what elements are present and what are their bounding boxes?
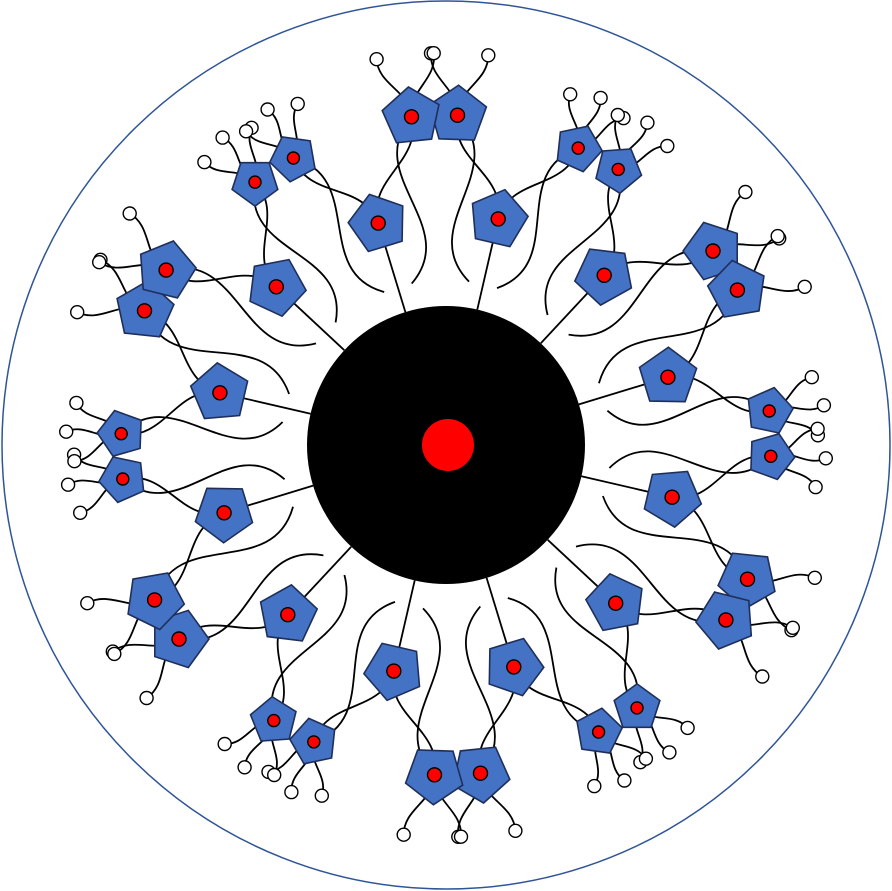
terminal-node — [197, 154, 212, 170]
terminal-node — [267, 767, 282, 783]
terminal-node — [396, 827, 411, 842]
terminal-node — [80, 596, 95, 611]
generation2-node-dot — [307, 735, 321, 749]
terminal-node — [91, 255, 107, 270]
generation2-node-dot — [762, 404, 776, 418]
generation2-node-dot — [705, 243, 721, 259]
terminal-node — [680, 720, 695, 736]
terminal-node — [453, 829, 469, 844]
generation1-node-dot — [370, 215, 386, 231]
terminal-node — [260, 102, 275, 117]
terminal-node — [816, 398, 832, 413]
terminal-node — [563, 87, 578, 102]
terminal-node — [69, 305, 85, 320]
terminal-node — [593, 90, 608, 106]
terminal-node — [217, 736, 232, 752]
terminal-node — [770, 228, 785, 244]
generation2-node-dot — [286, 151, 301, 165]
terminal-node — [755, 669, 770, 684]
loop-link — [608, 450, 772, 474]
terminal-node — [290, 96, 305, 112]
terminal-node — [610, 107, 625, 123]
generation2-node-dot — [114, 427, 128, 441]
generation1-node-dot — [280, 607, 296, 623]
terminal-node — [810, 421, 825, 436]
generation2-node-dot — [267, 713, 281, 728]
terminal-node — [139, 690, 154, 706]
generation1-node-dot — [216, 505, 232, 521]
terminal-node — [640, 115, 655, 130]
terminal-node — [662, 745, 677, 760]
terminal-node — [807, 570, 822, 585]
generation1-node-dot — [506, 659, 522, 675]
terminal-node — [215, 130, 230, 145]
generation2-node-dot — [591, 725, 606, 739]
terminal-node — [107, 646, 122, 662]
terminal-node — [69, 395, 84, 411]
generation2-node-dot — [764, 449, 778, 463]
generation2-node-dot — [739, 571, 756, 587]
generation1-node-dot — [596, 267, 612, 283]
generation1-node-dot — [212, 385, 228, 401]
terminal-node — [617, 773, 632, 788]
generation2-node-dot — [472, 765, 489, 781]
terminal-node — [660, 138, 675, 154]
generation2-node-dot — [426, 767, 443, 783]
terminal-node — [426, 46, 441, 61]
generation2-node-dot — [630, 701, 644, 715]
generation2-node-dot — [403, 109, 420, 125]
generation2-node-dot — [158, 262, 174, 278]
terminal-node — [785, 620, 800, 635]
generation1-node-dot — [660, 369, 676, 385]
generation2-node-dot — [571, 141, 585, 155]
generation1-node-dot — [490, 211, 506, 227]
terminal-node — [587, 778, 602, 794]
terminal-node — [122, 206, 137, 221]
generation2-node-dot — [116, 472, 130, 486]
terminal-node — [238, 124, 254, 139]
terminal-node — [818, 451, 833, 466]
generation1-node-dot — [608, 595, 624, 611]
terminal-node — [284, 784, 299, 800]
generation2-node-dot — [248, 175, 262, 189]
terminal-node — [508, 823, 523, 838]
terminal-node — [72, 505, 88, 520]
terminal-node — [481, 48, 496, 63]
terminal-node — [60, 477, 76, 492]
generation1-node-dot — [268, 279, 284, 295]
loop-link — [120, 416, 284, 440]
terminal-node — [797, 279, 812, 294]
generation2-node-dot — [146, 592, 163, 608]
terminal-node — [808, 479, 823, 495]
generation2-node-dot — [171, 631, 187, 647]
branch-nodes — [96, 84, 796, 806]
core-center-dot — [422, 419, 474, 471]
terminal-node — [638, 751, 654, 766]
terminal-node — [67, 454, 82, 469]
terminal-node — [804, 370, 819, 385]
generation2-node-dot — [611, 162, 625, 177]
generation2-node-dot — [718, 612, 734, 628]
generation2-node-dot — [449, 107, 466, 123]
terminal-node — [314, 788, 329, 803]
generation2-node-dot — [136, 303, 153, 319]
terminal-node — [369, 52, 384, 67]
terminal-node — [738, 184, 753, 200]
terminal-groups — [58, 46, 833, 844]
terminal-node — [58, 424, 74, 439]
generation1-node-dot — [664, 489, 680, 505]
terminal-node — [237, 760, 252, 775]
generation1-node-dot — [386, 663, 402, 679]
generation2-node-dot — [729, 282, 746, 298]
